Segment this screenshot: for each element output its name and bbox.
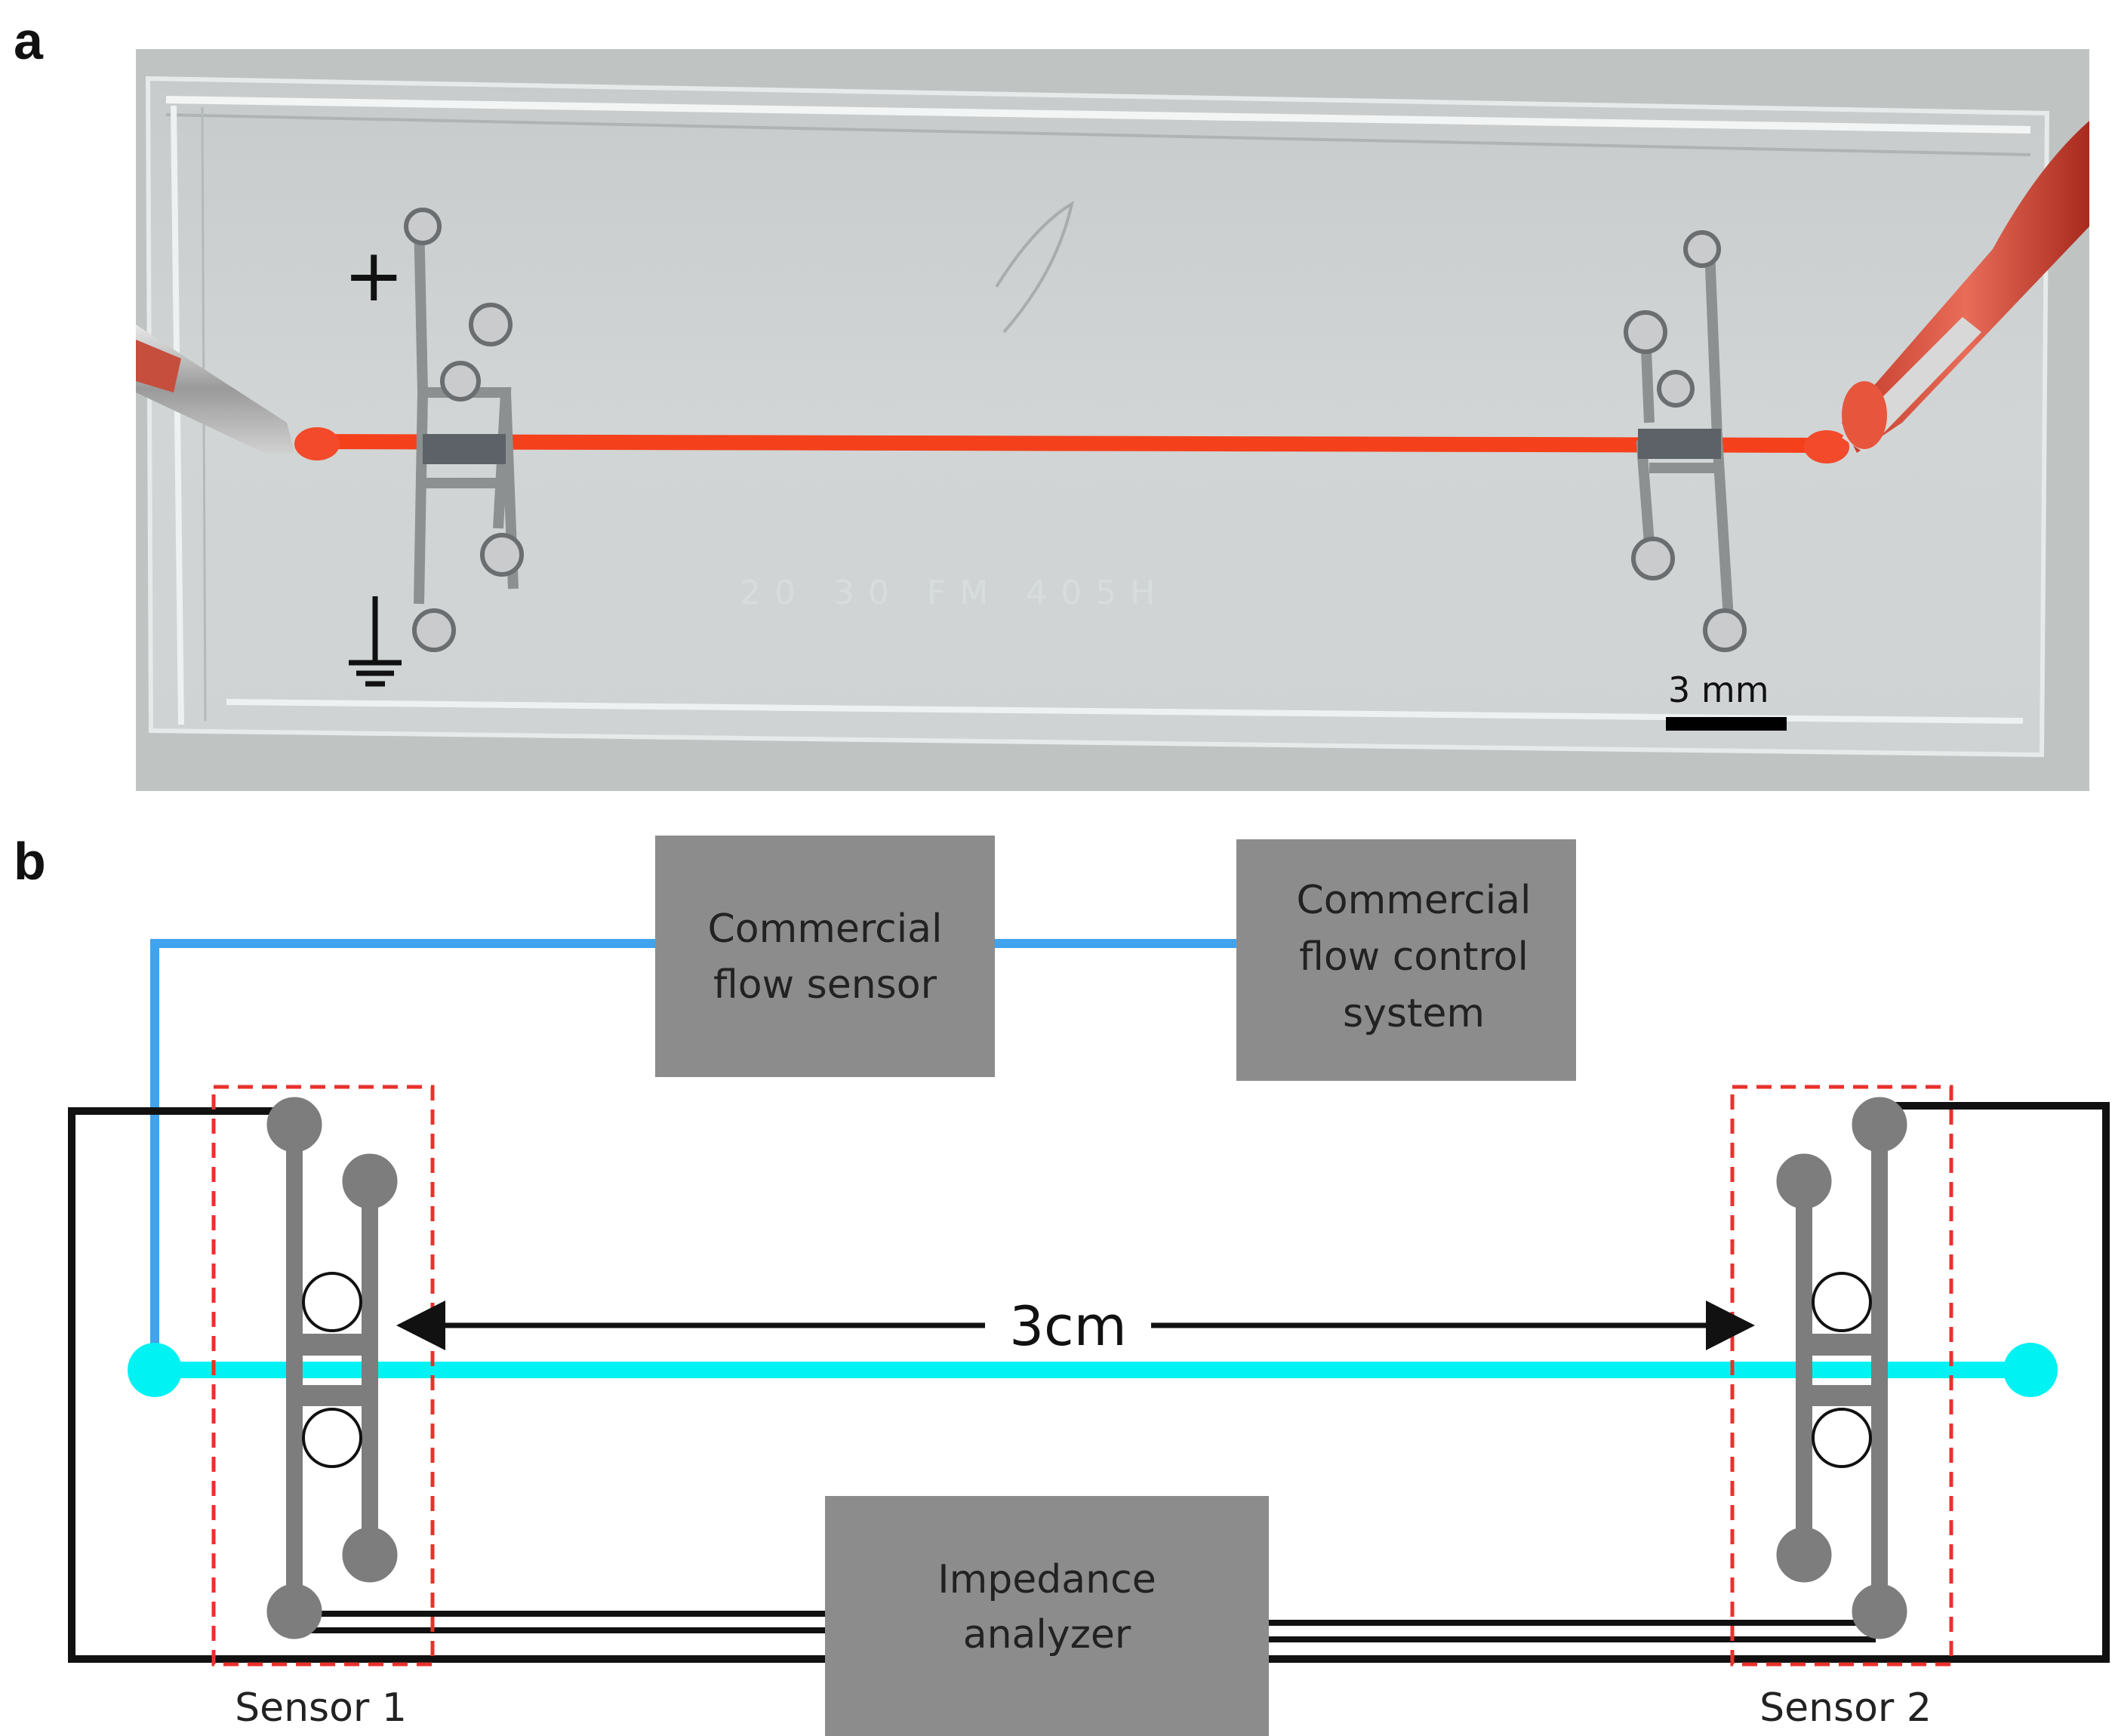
svg-text:flow control: flow control <box>1299 934 1529 980</box>
sensor-2-outline <box>1730 1085 1953 1667</box>
sensor-1-well-bottom <box>302 1408 362 1468</box>
plus-terminal-symbol: + <box>343 233 404 318</box>
flow-control-box: Commercial flow control system <box>1236 839 1576 1081</box>
impedance-analyzer-box: Impedance analyzer <box>825 1496 1269 1736</box>
svg-text:analyzer: analyzer <box>963 1612 1131 1658</box>
svg-text:Commercial: Commercial <box>707 906 942 952</box>
inlet-port <box>128 1343 182 1397</box>
svg-text:system: system <box>1343 991 1485 1036</box>
arrowhead-left <box>396 1300 445 1350</box>
sensor-2-well-top <box>1812 1272 1872 1332</box>
sensor-1-label: Sensor 1 <box>235 1685 407 1731</box>
svg-text:Impedance: Impedance <box>937 1557 1156 1602</box>
panel-a-letter: a <box>14 11 44 70</box>
panel-b-letter: b <box>14 832 46 891</box>
wire-outer <box>68 1102 2110 1663</box>
ground-icon <box>349 596 402 687</box>
sensor-2-well-bottom <box>1812 1408 1872 1468</box>
photo-electrode-right <box>1624 230 1747 652</box>
flow-sensor-box: Commercial flow sensor <box>655 836 995 1077</box>
acrylic-chip <box>145 75 2050 758</box>
sensor-2-electrodes <box>1776 1097 1907 1639</box>
outlet-tube <box>1842 121 2089 453</box>
svg-text:Commercial: Commercial <box>1296 878 1531 923</box>
tubing-line <box>150 939 1238 1366</box>
arrowhead-right <box>1706 1300 1755 1350</box>
distance-label: 3cm <box>1009 1294 1127 1358</box>
outlet-port <box>2003 1343 2058 1397</box>
sensor-1-electrodes <box>266 1097 398 1639</box>
sensor-1-well-top <box>302 1272 362 1332</box>
sensor-2-label: Sensor 2 <box>1759 1685 1932 1731</box>
etched-chip-text: 20 30 FM 405H <box>740 574 1168 612</box>
photo-electrode-left <box>404 208 524 652</box>
distance-arrow <box>396 1300 1755 1350</box>
device-photo: 20 30 FM 405H <box>136 49 2089 791</box>
wire-inner <box>294 1611 1876 1626</box>
scale-bar-label: 3 mm <box>1668 669 1769 710</box>
sensor-1-outline <box>211 1085 435 1667</box>
red-fluid-channel <box>307 434 1827 453</box>
scale-bar <box>1666 717 1787 731</box>
svg-text:flow sensor: flow sensor <box>713 962 937 1008</box>
